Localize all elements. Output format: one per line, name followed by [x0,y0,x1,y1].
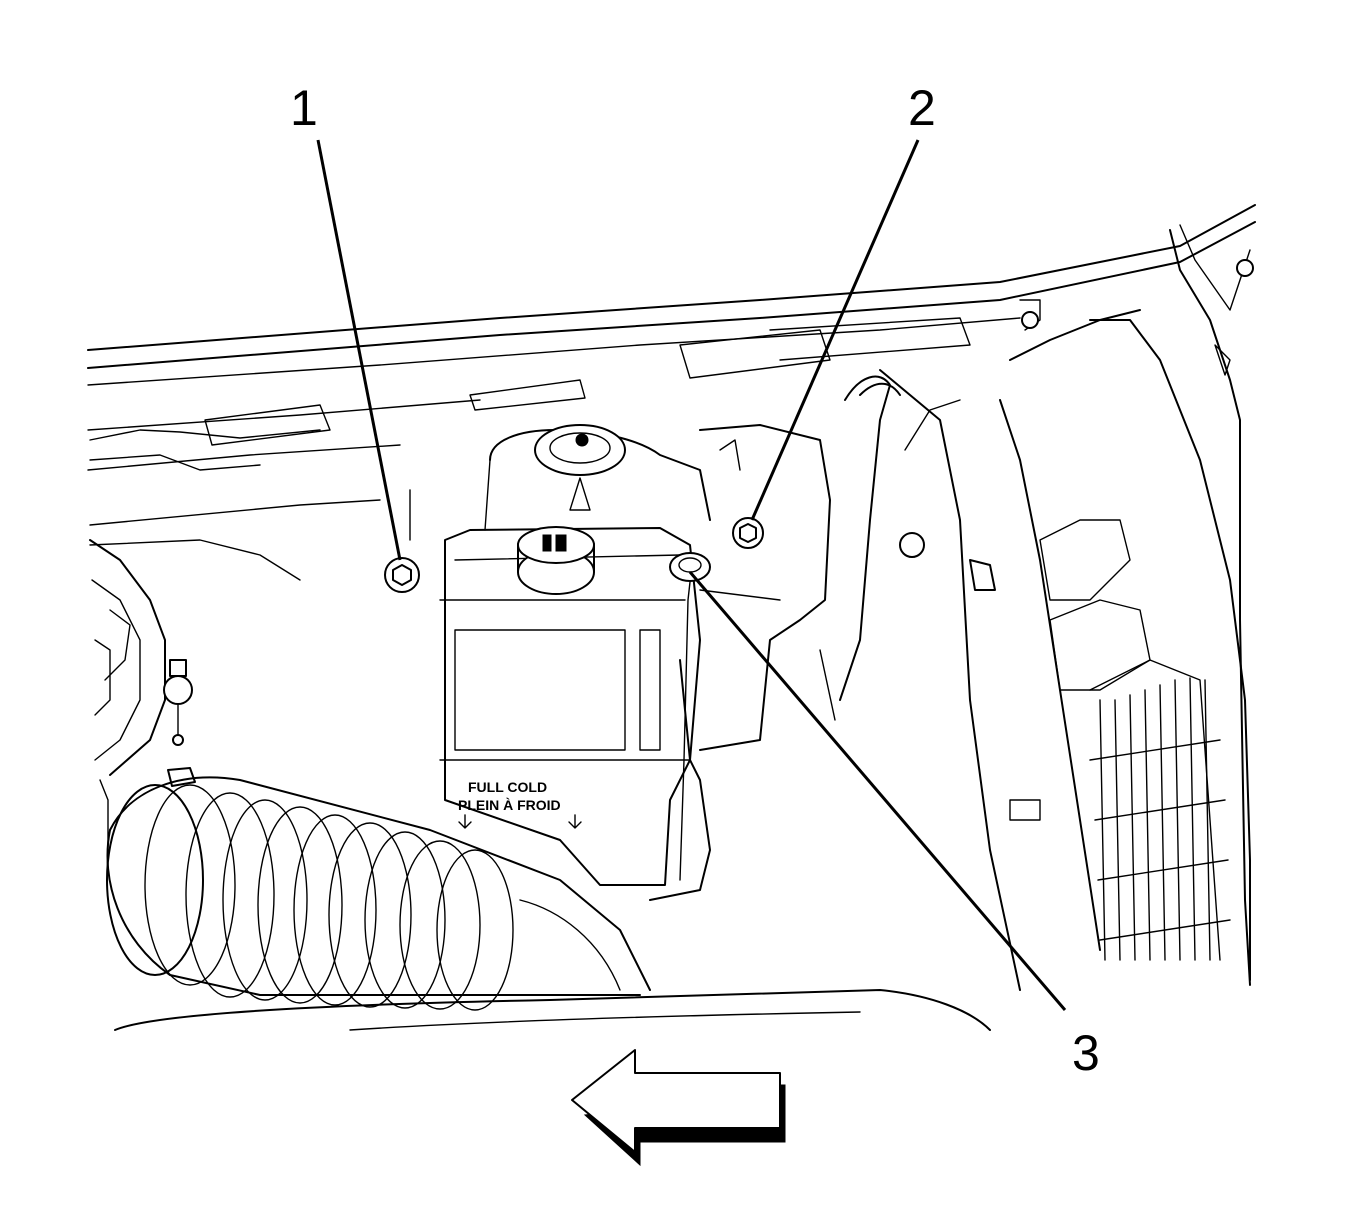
leader-1 [316,139,402,561]
coolant-reservoir: FULL COLD PLEIN À FROID [439,526,701,886]
callout-number-2: 2 [908,80,936,136]
cowl-panel [87,204,1256,581]
fastener-2 [732,517,764,549]
front-panel [114,989,991,1031]
bracket-right [699,424,831,751]
reservoir-label-full-cold: FULL COLD [468,779,547,795]
leader-2 [750,139,920,521]
fastener-3 [669,552,711,881]
leader-3 [688,571,1067,1011]
air-intake-duct [106,767,651,1011]
fastener-1 [384,489,420,593]
fan-shroud [89,539,166,776]
surge-tank-upper [484,424,711,531]
callout-leaders [316,139,1067,1011]
callout-number-3: 3 [1072,1025,1100,1081]
fastener-left [99,659,193,851]
radiator-assembly [879,224,1254,991]
front-direction-arrow [571,1049,786,1167]
callout-number-1: 1 [290,80,318,136]
reservoir-label-plein-a-froid: PLEIN À FROID [458,797,561,813]
